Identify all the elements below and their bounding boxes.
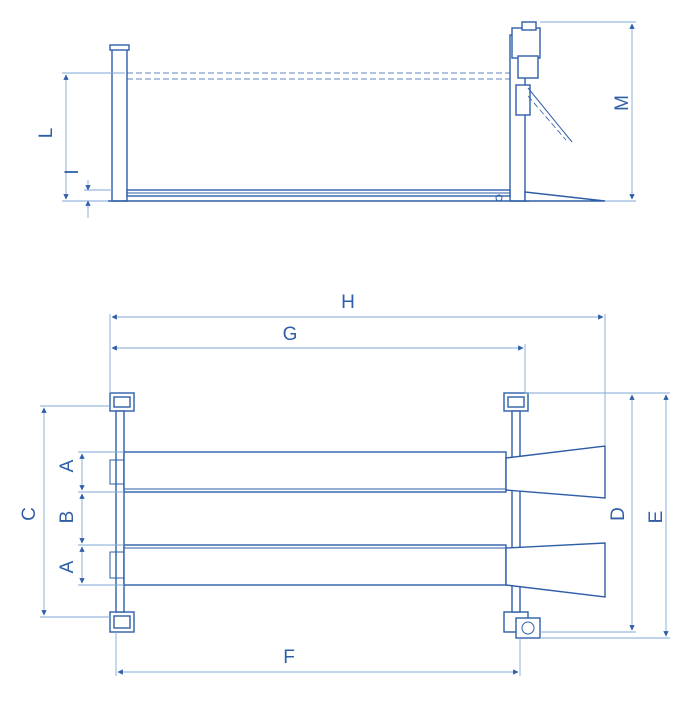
label-G: G xyxy=(283,324,298,345)
plan-view: H G F C A B A D E xyxy=(19,292,670,676)
side-left-post xyxy=(111,46,128,202)
side-ramp xyxy=(524,191,606,202)
side-view: L I M xyxy=(36,21,636,218)
label-M: M xyxy=(612,95,633,111)
plan-runway-bottom xyxy=(123,544,507,586)
label-C: C xyxy=(19,507,40,521)
label-B: B xyxy=(57,511,78,524)
plan-ramp-bottom xyxy=(505,542,606,598)
label-L: L xyxy=(36,128,57,139)
plan-ramp-top xyxy=(505,445,606,499)
label-E: E xyxy=(646,511,667,524)
label-H: H xyxy=(341,292,355,313)
label-A-bottom: A xyxy=(57,560,78,573)
label-D: D xyxy=(608,507,629,521)
label-I: I xyxy=(62,169,83,174)
side-motor xyxy=(511,27,541,59)
label-A-top: A xyxy=(57,459,78,472)
plan-runway-top xyxy=(123,451,507,493)
plan-left-crossbeam xyxy=(115,410,125,613)
plan-motor xyxy=(515,617,541,639)
label-F: F xyxy=(283,647,295,668)
side-control-panel xyxy=(515,84,531,116)
plan-right-crossbeam xyxy=(511,410,521,613)
